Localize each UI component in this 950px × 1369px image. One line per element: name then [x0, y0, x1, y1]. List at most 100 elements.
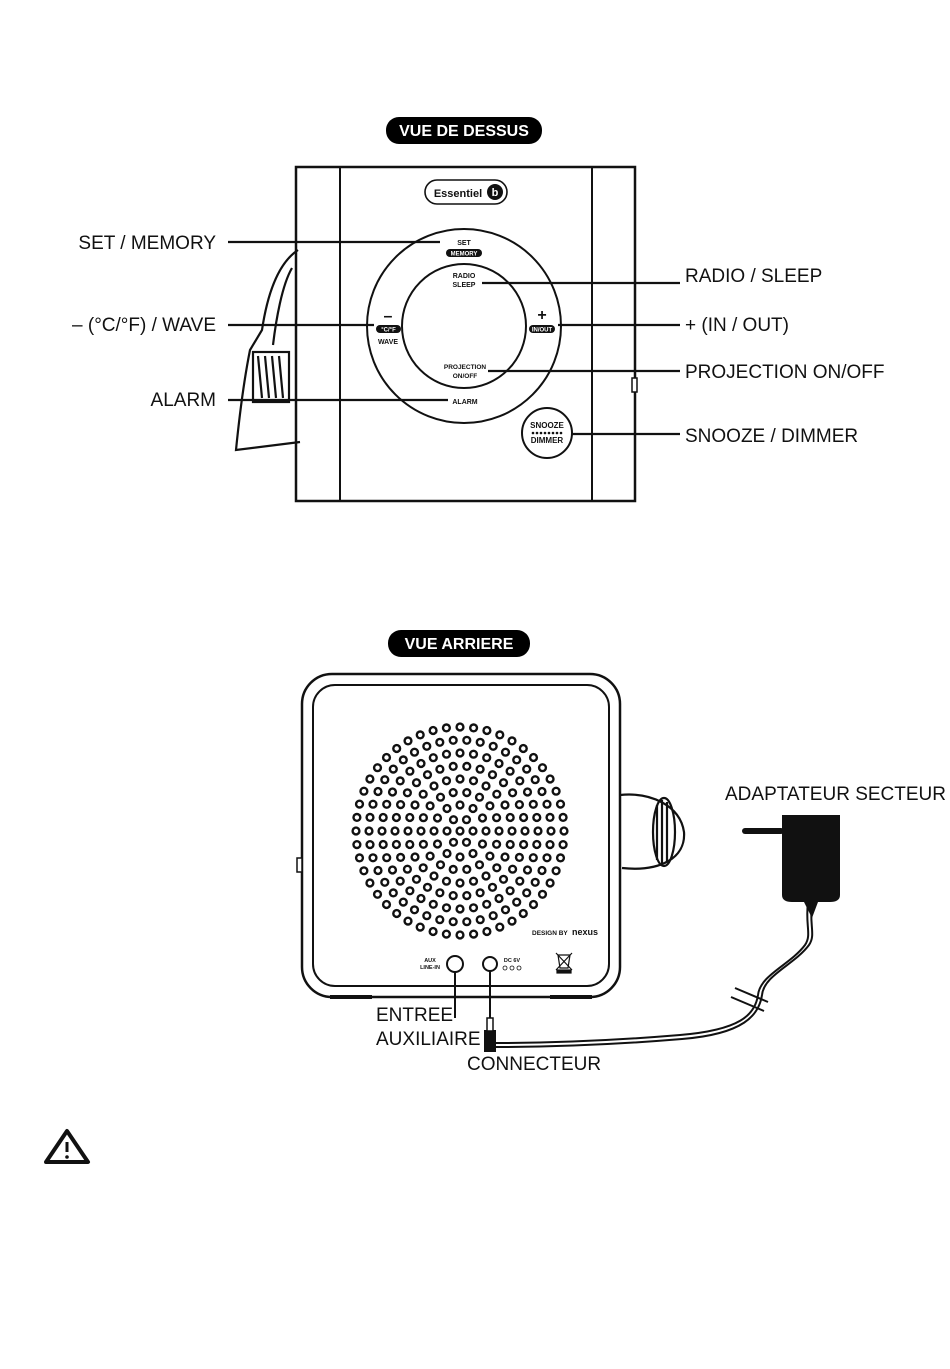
grille-hole-center — [444, 906, 448, 910]
grille-hole-center — [445, 806, 449, 810]
grille-hole-center — [458, 751, 462, 755]
grille-hole-center — [393, 829, 397, 833]
grille-hole-center — [525, 891, 529, 895]
grille-hole-center — [390, 790, 394, 794]
grille-hole-center — [548, 881, 552, 885]
grille-hole-center — [471, 752, 475, 756]
grille-hole-center — [561, 842, 565, 846]
grille-hole-center — [435, 816, 439, 820]
grille-hole-center — [408, 769, 412, 773]
grille-hole-center — [385, 802, 389, 806]
grille-hole-center — [375, 766, 379, 770]
grille-hole-center — [521, 815, 525, 819]
grille-hole-center — [425, 744, 429, 748]
grille-hole-center — [478, 767, 482, 771]
grille-hole-center — [408, 815, 412, 819]
grille-hole-center — [525, 790, 529, 794]
grille-hole-center — [412, 750, 416, 754]
rear-device-body — [297, 674, 620, 997]
callout-alarm: ALARM — [151, 390, 216, 411]
svg-text:RADIO: RADIO — [453, 273, 476, 280]
grille-hole-center — [471, 851, 475, 855]
svg-text:IN/OUT: IN/OUT — [532, 328, 553, 334]
grille-hole-center — [428, 804, 432, 808]
grille-hole-center — [438, 740, 442, 744]
grille-hole-center — [375, 892, 379, 896]
grille-hole-center — [384, 902, 388, 906]
set-memory-button[interactable]: SET MEMORY — [446, 240, 482, 258]
svg-text:SLEEP: SLEEP — [453, 282, 476, 289]
grille-hole-center — [540, 766, 544, 770]
grille-hole-center — [384, 755, 388, 759]
grille-hole-center — [355, 842, 359, 846]
grille-hole-center — [431, 929, 435, 933]
grille-hole-center — [501, 781, 505, 785]
grille-hole-center — [357, 802, 361, 806]
plus-inout-button[interactable]: + IN/OUT — [529, 307, 555, 334]
grille-hole-center — [451, 867, 455, 871]
grille-hole-center — [431, 756, 435, 760]
grille-hole-center — [535, 815, 539, 819]
grille-hole-center — [503, 855, 507, 859]
grille-hole-center — [503, 750, 507, 754]
grille-hole-center — [458, 855, 462, 859]
rear-projector-arm — [620, 795, 684, 869]
aux-port[interactable]: AUX LINE-IN — [420, 956, 463, 972]
svg-text:MEMORY: MEMORY — [451, 252, 478, 258]
projection-button[interactable]: PROJECTION ON/OFF — [444, 364, 487, 380]
grille-hole-center — [401, 758, 405, 762]
brand-name: Essentiel — [434, 188, 482, 200]
alarm-button[interactable]: ALARM — [452, 399, 477, 406]
grille-hole-center — [421, 866, 425, 870]
callout-projection: PROJECTION ON/OFF — [685, 362, 885, 383]
grille-hole-center — [471, 779, 475, 783]
grille-hole-center — [421, 842, 425, 846]
grille-hole-center — [381, 842, 385, 846]
power-cable — [493, 902, 812, 1047]
grille-hole-center — [540, 789, 544, 793]
grille-hole-center — [510, 791, 514, 795]
snooze-dimmer-button[interactable]: SNOOZE DIMMER — [522, 408, 572, 458]
grille-hole-center — [444, 779, 448, 783]
grille-hole-center — [531, 802, 535, 806]
grille-hole-center — [485, 929, 489, 933]
grille-hole-center — [418, 925, 422, 929]
rear-leader-lines — [455, 971, 490, 1018]
grille-hole-center — [515, 900, 519, 904]
grille-hole-center — [438, 863, 442, 867]
grille-hole-center — [413, 855, 417, 859]
grille-hole-center — [503, 908, 507, 912]
grille-hole-center — [471, 806, 475, 810]
grille-hole-center — [458, 829, 462, 833]
grille-hole-center — [401, 900, 405, 904]
grille-hole-center — [497, 829, 501, 833]
grille-hole-center — [395, 746, 399, 750]
grille-hole-center — [523, 829, 527, 833]
grille-hole-center — [394, 815, 398, 819]
grille-hole-center — [465, 893, 469, 897]
grille-hole-center — [458, 881, 462, 885]
grille-hole-center — [465, 867, 469, 871]
grille-hole-center — [391, 767, 395, 771]
svg-text:ALARM: ALARM — [452, 399, 477, 406]
grille-hole-center — [368, 815, 372, 819]
grille-hole-center — [408, 842, 412, 846]
grille-hole-center — [508, 889, 512, 893]
callout-snooze-dimmer: SNOOZE / DIMMER — [685, 426, 858, 447]
warning-triangle-icon — [46, 1131, 88, 1162]
grille-hole-center — [531, 755, 535, 759]
callout-wave: – (°C/°F) / WAVE — [72, 315, 216, 336]
dc-port[interactable]: DC 6V — [483, 957, 521, 971]
minus-wave-button[interactable]: – °C/°F WAVE — [376, 308, 401, 346]
brand-mark: b — [492, 187, 499, 199]
top-device-body — [296, 167, 637, 501]
grille-hole-center — [380, 829, 384, 833]
grille-hole-center — [485, 728, 489, 732]
grille-hole-center — [480, 842, 484, 846]
grille-hole-center — [485, 756, 489, 760]
radio-sleep-button[interactable]: RADIO SLEEP — [453, 273, 476, 289]
grille-hole-center — [419, 761, 423, 765]
dc-connector-plug — [484, 1018, 496, 1052]
grille-hole-center — [432, 829, 436, 833]
callout-connector: CONNECTEUR — [467, 1054, 601, 1075]
